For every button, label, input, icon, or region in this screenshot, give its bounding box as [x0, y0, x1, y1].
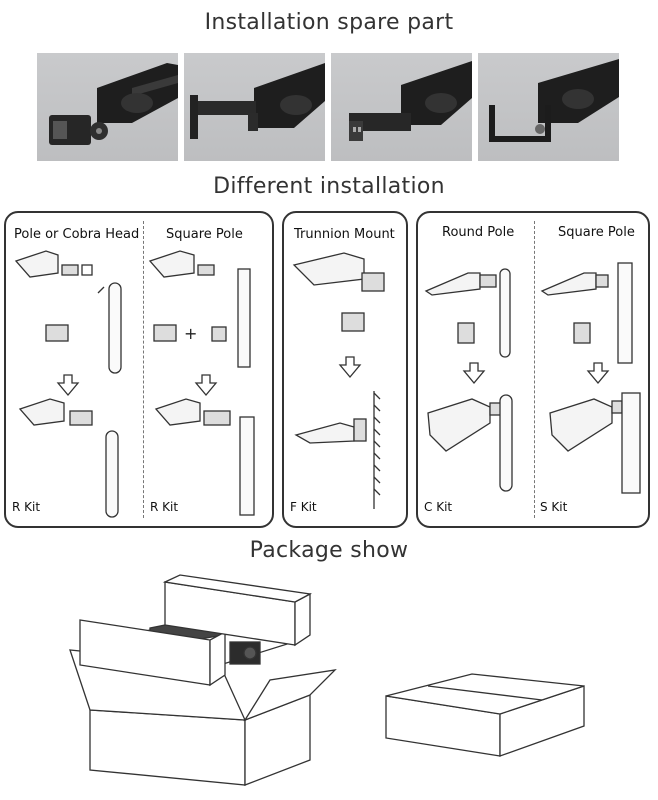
kit-label-s: S Kit: [540, 500, 568, 514]
panel-r-kit: Pole or Cobra Head Square Pole: [4, 211, 274, 528]
panel-cs-kit: Round Pole Square Pole C Kit S Kit: [416, 211, 650, 528]
r-kit-drawing: +: [14, 250, 255, 518]
kit-label-f: F Kit: [290, 500, 317, 514]
spare-part-title: Installation spare part: [204, 10, 454, 35]
spare-part-photo-1: [37, 53, 178, 161]
panel-divider-2: [534, 221, 535, 518]
kit-label-r2: R Kit: [150, 500, 179, 514]
spare-part-photo-3: [331, 53, 472, 161]
panel-f-kit: Trunnion Mount F Kit: [282, 211, 408, 528]
f-kit-drawing: [292, 252, 385, 509]
spare-part-photo-2: [184, 53, 325, 161]
col-header-square-pole-2: Square Pole: [558, 225, 635, 240]
package-show-title: Package show: [249, 538, 409, 563]
cs-kit-drawing: [424, 262, 641, 494]
kit-label-r1: R Kit: [12, 500, 41, 514]
col-header-square-pole: Square Pole: [166, 227, 243, 242]
col-header-round-pole: Round Pole: [442, 225, 515, 240]
spare-part-photo-4: [478, 53, 619, 161]
open-box-drawing: [69, 574, 337, 786]
plus-sign: +: [184, 324, 197, 343]
kit-label-c: C Kit: [424, 500, 453, 514]
panel-divider: [143, 221, 144, 518]
closed-box-drawing: [385, 673, 585, 757]
col-header-pole-cobra: Pole or Cobra Head: [14, 227, 140, 242]
col-header-trunnion: Trunnion Mount: [294, 227, 395, 242]
different-installation-title: Different installation: [213, 174, 445, 199]
